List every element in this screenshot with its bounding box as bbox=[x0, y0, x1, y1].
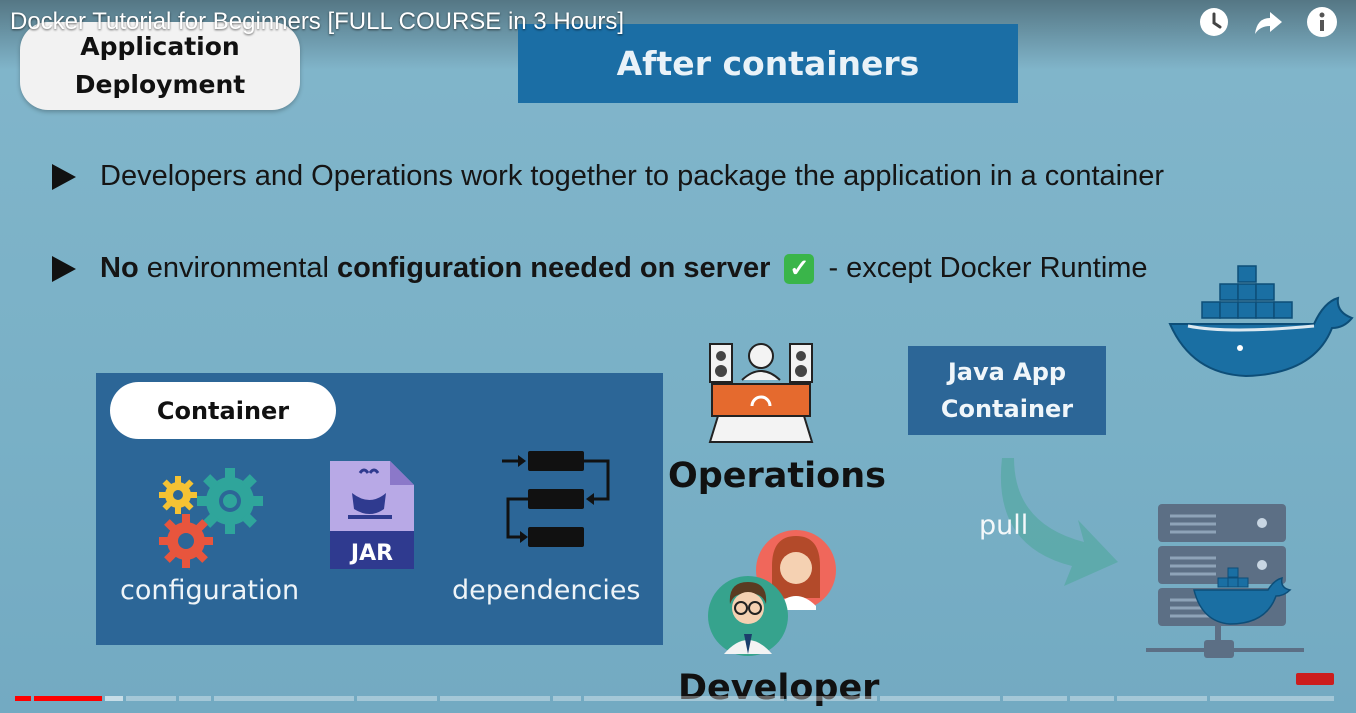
progress-segment bbox=[357, 696, 437, 701]
progress-segment bbox=[880, 696, 1000, 701]
progress-segment bbox=[126, 696, 176, 701]
progress-segment bbox=[787, 696, 877, 701]
jar-file-icon: JAR bbox=[330, 461, 414, 569]
bullet-1-text: Developers and Operations work together … bbox=[100, 160, 1164, 192]
operations-label: Operations bbox=[668, 456, 886, 496]
progress-segment bbox=[440, 696, 550, 701]
progress-segment bbox=[1210, 696, 1334, 701]
progress-bar[interactable] bbox=[15, 696, 1335, 701]
container-box: Container bbox=[96, 373, 663, 645]
configuration-label: configuration bbox=[120, 575, 300, 606]
progress-segment bbox=[1003, 696, 1067, 701]
bullet-arrow-icon bbox=[52, 163, 76, 190]
share-icon[interactable] bbox=[1252, 6, 1284, 38]
gears-icon bbox=[159, 468, 263, 568]
pull-label: pull bbox=[979, 510, 1029, 541]
progress-segment bbox=[179, 696, 211, 701]
bullet-2-no: No bbox=[100, 252, 139, 284]
container-pill-label: Container bbox=[156, 396, 290, 425]
dependencies-icon bbox=[502, 451, 610, 547]
bullet-2-except: - except Docker Runtime bbox=[828, 252, 1148, 284]
bullet-2: No environmental configuration needed on… bbox=[52, 252, 1148, 285]
bullet-1: Developers and Operations work together … bbox=[52, 160, 1164, 193]
docker-whale-icon bbox=[1168, 265, 1354, 378]
watch-later-icon[interactable] bbox=[1198, 6, 1230, 38]
slide-header-label: After containers bbox=[616, 44, 920, 83]
progress-segment bbox=[15, 696, 31, 701]
developer-label: Developer bbox=[678, 668, 880, 708]
java-app-container-box: Java App Container bbox=[908, 346, 1106, 435]
bullet-arrow-icon bbox=[52, 255, 76, 282]
bullet-2-config: configuration needed on server bbox=[336, 252, 771, 284]
progress-segment bbox=[1117, 696, 1207, 701]
info-icon[interactable] bbox=[1306, 6, 1338, 38]
section-badge-label: Application Deployment bbox=[74, 32, 246, 99]
progress-segment bbox=[584, 696, 784, 701]
dependencies-label: dependencies bbox=[452, 575, 641, 606]
java-app-container-label: Java App Container bbox=[940, 357, 1074, 423]
section-badge: Application Deployment bbox=[20, 22, 300, 110]
top-controls bbox=[1198, 6, 1338, 38]
progress-segment bbox=[105, 696, 123, 701]
slide-header: After containers bbox=[518, 24, 1018, 103]
operations-desk-icon bbox=[708, 343, 814, 443]
progress-segment bbox=[214, 696, 354, 701]
progress-segment bbox=[553, 696, 581, 701]
progress-segment bbox=[34, 696, 102, 701]
video-title[interactable]: Docker Tutorial for Beginners [FULL COUR… bbox=[10, 8, 625, 35]
container-pill: Container bbox=[110, 382, 336, 439]
subscribe-watermark[interactable] bbox=[1296, 673, 1334, 685]
bullet-2-env: environmental bbox=[138, 252, 337, 284]
progress-segment bbox=[1070, 696, 1114, 701]
jar-label: JAR bbox=[349, 541, 393, 566]
check-mark-icon: ✓ bbox=[784, 253, 815, 284]
pull-arrow-icon bbox=[1000, 458, 1118, 586]
server-icon bbox=[1146, 504, 1304, 658]
developer-avatars-icon bbox=[708, 530, 836, 656]
